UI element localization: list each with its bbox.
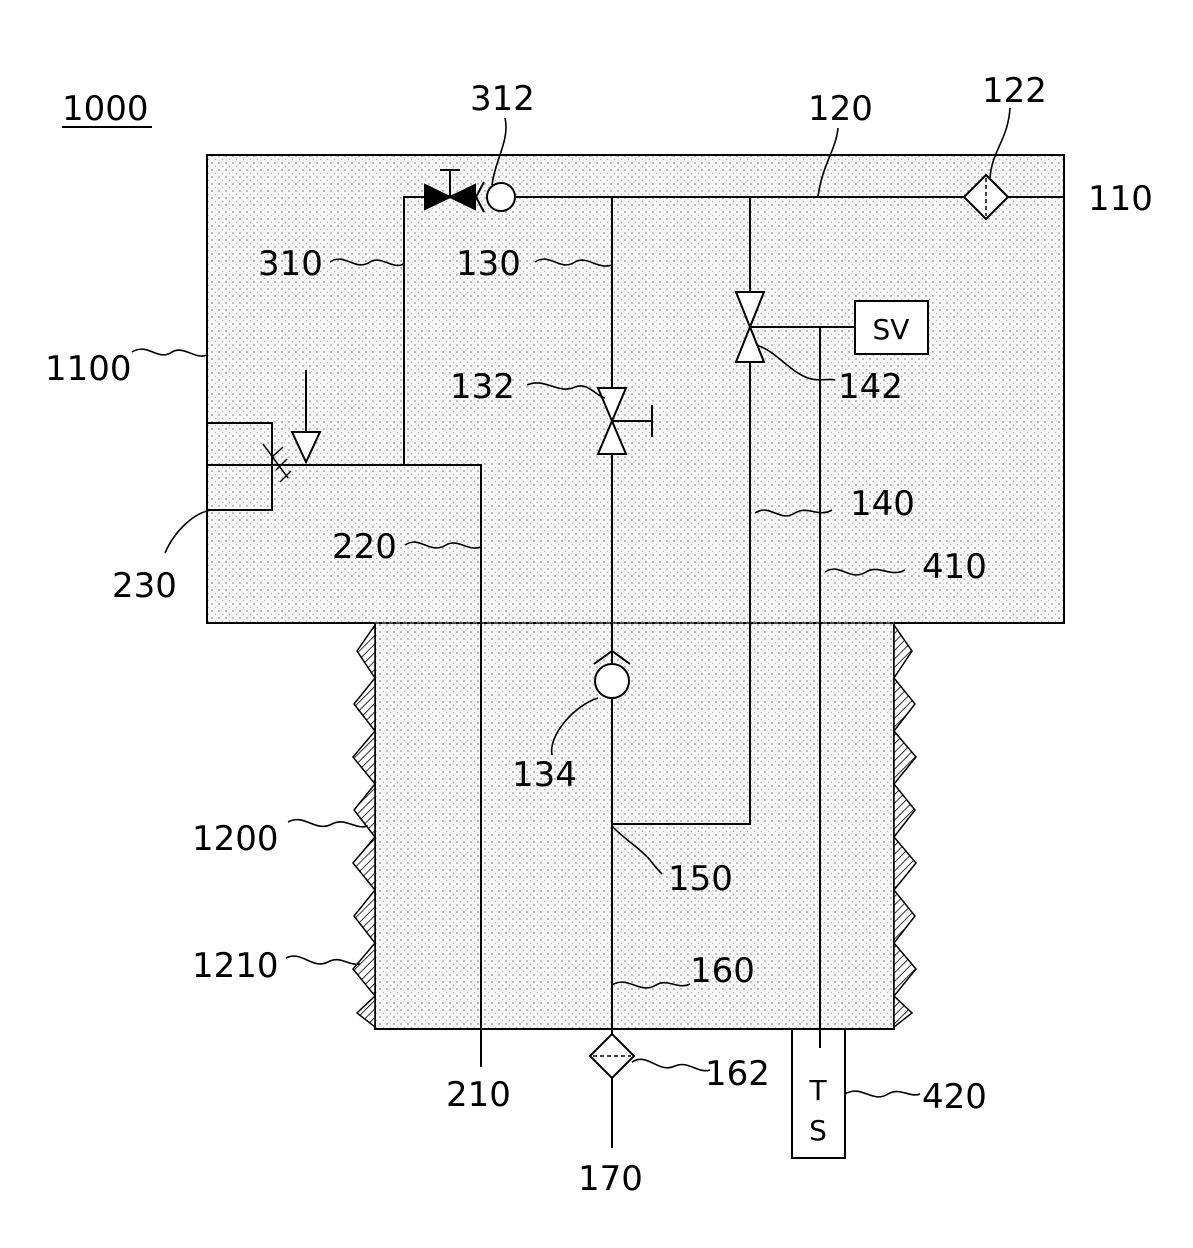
label-130: 130 <box>456 244 521 284</box>
label-110: 110 <box>1088 179 1153 219</box>
label-1100: 1100 <box>45 349 132 389</box>
label-120: 120 <box>808 89 873 129</box>
ts-label-t: T <box>808 1074 827 1107</box>
label-220: 220 <box>332 527 397 567</box>
check-valve-134 <box>595 664 629 698</box>
leader-420 <box>845 1091 920 1097</box>
label-420: 420 <box>922 1077 987 1117</box>
label-162: 162 <box>705 1054 770 1094</box>
check-valve-312 <box>487 183 515 211</box>
label-134: 134 <box>512 755 577 795</box>
label-410: 410 <box>922 547 987 587</box>
leader-162 <box>632 1059 710 1070</box>
label-132: 132 <box>450 367 515 407</box>
label-210: 210 <box>446 1075 511 1115</box>
right-fins <box>894 625 916 1027</box>
leader-230 <box>165 510 212 553</box>
label-310: 310 <box>258 244 323 284</box>
label-230: 230 <box>112 566 177 606</box>
leader-1200 <box>288 820 368 827</box>
label-122: 122 <box>982 71 1047 111</box>
leader-1210 <box>286 956 360 964</box>
sv-label: SV <box>873 313 910 346</box>
label-142: 142 <box>838 367 903 407</box>
label-170: 170 <box>578 1159 643 1199</box>
label-1200: 1200 <box>192 819 279 859</box>
label-312: 312 <box>470 79 535 119</box>
label-140: 140 <box>850 484 915 524</box>
label-160: 160 <box>690 951 755 991</box>
lower-chamber <box>375 623 894 1029</box>
leader-1100 <box>132 349 207 356</box>
ts-label-s: S <box>809 1114 827 1147</box>
label-1210: 1210 <box>192 946 279 986</box>
ref-1000: 1000 <box>62 89 149 129</box>
label-150: 150 <box>668 859 733 899</box>
